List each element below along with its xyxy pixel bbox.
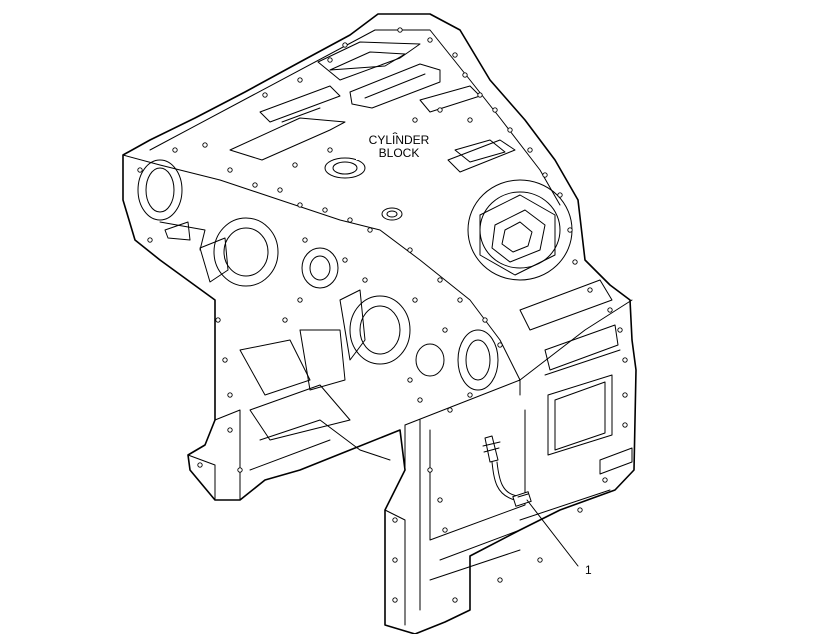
bolt-hole (467, 117, 473, 123)
bolt-hole (262, 92, 268, 98)
bolt-hole (492, 107, 498, 113)
bolt-hole (137, 167, 143, 173)
bolt-hole (542, 172, 548, 178)
bolt-hole (577, 507, 583, 513)
front-face-details (137, 159, 445, 441)
bolt-hole (447, 407, 453, 413)
bolt-hole (302, 237, 308, 243)
cylinder-block-label-line1: CYLINDER (368, 133, 430, 147)
cylinder-block-label-line2: BLOCK (378, 146, 420, 160)
bolt-hole (412, 297, 418, 303)
bolt-hole (527, 147, 533, 153)
bolt-hole (412, 117, 418, 123)
bolt-hole (297, 297, 303, 303)
bolt-hole (215, 317, 221, 323)
callout-number-label: 1 (585, 563, 592, 577)
bolt-hole (362, 277, 368, 283)
bolt-hole (497, 577, 503, 583)
bolt-hole (452, 52, 458, 58)
sensor-assembly (482, 435, 532, 507)
bolt-hole (222, 357, 228, 363)
bolt-hole (407, 247, 413, 253)
bolt-hole (252, 182, 258, 188)
bolt-hole (147, 237, 153, 243)
bolt-hole (567, 227, 573, 233)
bolt-hole (407, 377, 413, 383)
bolt-hole (342, 257, 348, 263)
bolt-hole (437, 497, 443, 503)
bolt-hole (297, 202, 303, 208)
cylinder-block-label: CYLINDER BLOCK (356, 134, 442, 160)
top-deck-details (229, 41, 516, 221)
bolt-hole (322, 207, 328, 213)
bolt-hole (292, 162, 298, 168)
bolt-hole (202, 142, 208, 148)
bolt-hole (437, 277, 443, 283)
bolt-hole (397, 27, 403, 33)
bolt-hole (622, 392, 628, 398)
bolt-hole (452, 597, 458, 603)
callout-leader-line (526, 499, 579, 567)
bolt-hole (392, 517, 398, 523)
right-side-details (429, 279, 633, 581)
bolt-hole (587, 287, 593, 293)
bolt-hole (622, 422, 628, 428)
bolt-hole (607, 307, 613, 313)
lower-block-details (187, 409, 406, 626)
bolt-hole (507, 127, 513, 133)
bolt-hole (227, 392, 233, 398)
bolt-hole (442, 327, 448, 333)
bolt-hole (327, 57, 333, 63)
bolt-hole (392, 557, 398, 563)
bolt-hole (427, 37, 433, 43)
bolt-hole (467, 392, 473, 398)
bolt-hole (172, 147, 178, 153)
bolt-hole (227, 427, 233, 433)
bolt-hole (282, 317, 288, 323)
bolt-hole (327, 147, 333, 153)
bolt-hole (477, 92, 483, 98)
bolt-holes (137, 27, 628, 603)
bolt-hole (427, 467, 433, 473)
bolt-hole (497, 342, 503, 348)
bolt-hole (347, 217, 353, 223)
bolt-hole (537, 557, 543, 563)
bolt-hole (367, 227, 373, 233)
bolt-hole (482, 317, 488, 323)
bolt-hole (442, 527, 448, 533)
bolt-hole (617, 327, 623, 333)
bolt-hole (437, 107, 443, 113)
bolt-hole (457, 297, 463, 303)
bolt-hole (237, 467, 243, 473)
bolt-hole (572, 259, 578, 265)
cylinder-bore (457, 179, 573, 391)
bolt-hole (622, 357, 628, 363)
bolt-hole (557, 192, 563, 198)
bolt-hole (197, 462, 203, 468)
bolt-hole (297, 77, 303, 83)
bolt-hole (602, 477, 608, 483)
bolt-hole (392, 597, 398, 603)
bolt-hole (227, 167, 233, 173)
bolt-hole (417, 397, 423, 403)
block-outline (122, 13, 637, 634)
bolt-hole (462, 72, 468, 78)
bolt-hole (277, 187, 283, 193)
bolt-hole (342, 42, 348, 48)
